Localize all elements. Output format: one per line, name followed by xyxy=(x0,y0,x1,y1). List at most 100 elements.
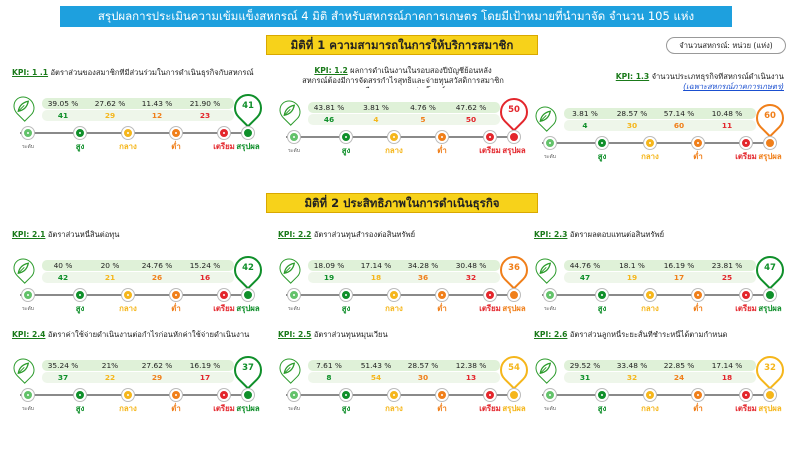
count-band xyxy=(564,372,756,383)
level-dot-start xyxy=(22,289,34,301)
summary-label: สรุปผล xyxy=(758,404,782,413)
level-label-mid: กลาง xyxy=(385,146,403,155)
level-dot-high xyxy=(74,289,86,301)
level-line xyxy=(542,294,770,296)
summary-label: สรุปผล xyxy=(236,404,260,413)
percent-band xyxy=(308,102,500,113)
kpi-card: KPI: 1.3 จำนวนประเภทธุรกิจที่สหกรณ์ดำเนิ… xyxy=(531,72,790,161)
summary-value: 41 xyxy=(242,101,254,111)
summary-label: สรุปผล xyxy=(502,404,526,413)
count-value: 18 xyxy=(370,273,382,282)
percent-band xyxy=(308,360,500,371)
percent-value: 3.81 % xyxy=(363,103,389,112)
count-value: 24 xyxy=(673,373,685,382)
level-dot-low xyxy=(692,389,704,401)
percent-value: 10.48 % xyxy=(711,109,743,118)
percent-value: 27.62 % xyxy=(94,99,126,108)
level-dot-prep xyxy=(218,127,230,139)
count-value: 54 xyxy=(370,373,382,382)
percent-value: 28.57 % xyxy=(616,109,648,118)
level-dot-mid xyxy=(388,289,400,301)
level-label-low: ต่ำ xyxy=(437,146,447,155)
level-dot-prep xyxy=(740,137,752,149)
level-label-prep: เตรียม xyxy=(735,404,757,413)
count-value: 18 xyxy=(721,373,733,382)
kpi-label: KPI: 2.5 อัตราส่วนทุนหมุนเวียน xyxy=(278,330,528,352)
percent-value: 43.81 % xyxy=(313,103,345,112)
count-band xyxy=(308,272,500,283)
percent-value: 39.05 % xyxy=(47,99,79,108)
level-dot-start xyxy=(288,289,300,301)
count-value: 19 xyxy=(626,273,638,282)
level-dot-start xyxy=(544,289,556,301)
kpi-code: KPI: 2.2 xyxy=(278,230,312,239)
percent-value: 40 % xyxy=(53,261,73,270)
level-label-high: สูง xyxy=(75,142,85,151)
summary-value: 42 xyxy=(242,263,254,273)
leaf-icon xyxy=(531,254,561,284)
level-dot-high xyxy=(596,137,608,149)
kpi-code: KPI: 2.3 xyxy=(534,230,568,239)
summary-label: สรุปผล xyxy=(758,304,782,313)
kpi-code: KPI: 2.6 xyxy=(534,330,568,339)
kpi-text: อัตราส่วนหนี้สินต่อทุน xyxy=(45,230,120,239)
count-value: 5 xyxy=(420,115,426,124)
count-value: 16 xyxy=(199,273,211,282)
count-value: 37 xyxy=(57,373,69,382)
percent-value: 33.48 % xyxy=(616,361,648,370)
level-label-start: ระดับ xyxy=(544,406,556,412)
summary-value: 32 xyxy=(764,363,776,373)
percent-band xyxy=(42,260,234,271)
percent-value: 27.62 % xyxy=(141,361,173,370)
kpi-card: KPI: 1 .1 อัตราส่วนของสมาชิกที่มีส่วนร่ว… xyxy=(9,68,268,152)
level-dot-low xyxy=(170,127,182,139)
summary-label: สรุปผล xyxy=(236,142,260,151)
leaf-icon xyxy=(9,254,39,284)
level-label-high: สูง xyxy=(341,404,351,413)
level-dot-low xyxy=(436,289,448,301)
level-label-high: สูง xyxy=(341,304,351,313)
count-value: 4 xyxy=(373,115,379,124)
level-dot-prep xyxy=(218,289,230,301)
percent-value: 12.38 % xyxy=(455,361,487,370)
summary-dot xyxy=(242,289,254,301)
level-label-high: สูง xyxy=(597,404,607,413)
percent-value: 16.19 % xyxy=(189,361,221,370)
kpi-text: อัตราส่วนทุนหมุนเวียน xyxy=(311,330,388,339)
level-label-start: ระดับ xyxy=(288,148,300,154)
count-value: 13 xyxy=(465,373,477,382)
kpi-text: อัตราผลตอบแทนต่อสินทรัพย์ xyxy=(567,230,665,239)
level-dot-low xyxy=(436,131,448,143)
count-value: 60 xyxy=(673,121,685,130)
percent-band xyxy=(42,98,234,109)
kpi-code: KPI: 2.4 xyxy=(12,330,46,339)
percent-band xyxy=(564,260,756,271)
summary-dot xyxy=(508,289,520,301)
count-value: 22 xyxy=(104,373,116,382)
percent-value: 23.81 % xyxy=(711,261,743,270)
level-dot-prep xyxy=(740,289,752,301)
count-value: 8 xyxy=(326,373,332,382)
percent-value: 17.14 % xyxy=(711,361,743,370)
percent-value: 22.85 % xyxy=(663,361,695,370)
count-value: 26 xyxy=(151,273,163,282)
percent-value: 28.57 % xyxy=(407,361,439,370)
level-dot-mid xyxy=(644,389,656,401)
level-dot-mid xyxy=(388,389,400,401)
level-label-low: ต่ำ xyxy=(171,304,181,313)
unit-note: จำนวนสหกรณ์: หน่วย (แห่ง) xyxy=(666,37,786,54)
section-title-dimension-1: มิติที่ 1 ความสามารถในการให้บริการสมาชิก xyxy=(266,35,538,55)
percent-value: 24.76 % xyxy=(141,261,173,270)
level-dot-mid xyxy=(122,389,134,401)
level-label-prep: เตรียม xyxy=(735,152,757,161)
section-title-dimension-2: มิติที่ 2 ประสิทธิภาพในการดำเนินธุรกิจ xyxy=(266,193,538,213)
level-dot-prep xyxy=(484,289,496,301)
count-band xyxy=(564,272,756,283)
percent-value: 7.61 % xyxy=(316,361,342,370)
kpi-code: KPI: 1 .1 xyxy=(12,68,49,77)
level-dot-prep xyxy=(218,389,230,401)
leaf-icon xyxy=(275,96,305,126)
kpi-label: KPI: 2.4 อัตราค่าใช้จ่ายดำเนินงานต่อกำไร… xyxy=(12,330,262,352)
